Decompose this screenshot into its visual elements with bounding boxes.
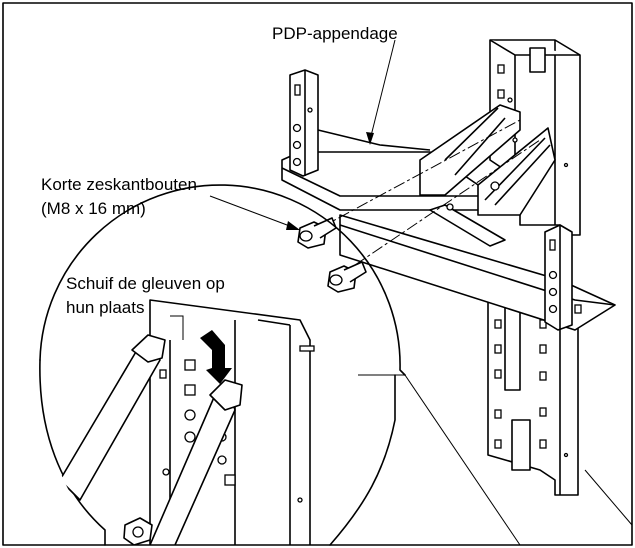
stand-column	[487, 39, 581, 496]
leader-lines	[170, 39, 396, 340]
label-pdp-attachment: PDP-appendage	[272, 24, 398, 43]
detail-magnifier	[39, 184, 406, 546]
hex-bolt-lower	[327, 261, 367, 293]
label-bolts-line1: Korte zeskantbouten	[41, 175, 197, 194]
lower-bracket	[339, 214, 616, 331]
alignment-lines	[319, 119, 541, 266]
hex-bolt-upper	[297, 217, 337, 249]
slide-arrow-icon	[200, 330, 232, 384]
pdp-attachment	[281, 69, 556, 247]
label-slide-line2: hun plaats	[66, 298, 144, 317]
floor-lines	[358, 374, 633, 546]
label-bolts-line2: (M8 x 16 mm)	[41, 199, 146, 218]
label-slide-line1: Schuif de gleuven op	[66, 274, 225, 293]
